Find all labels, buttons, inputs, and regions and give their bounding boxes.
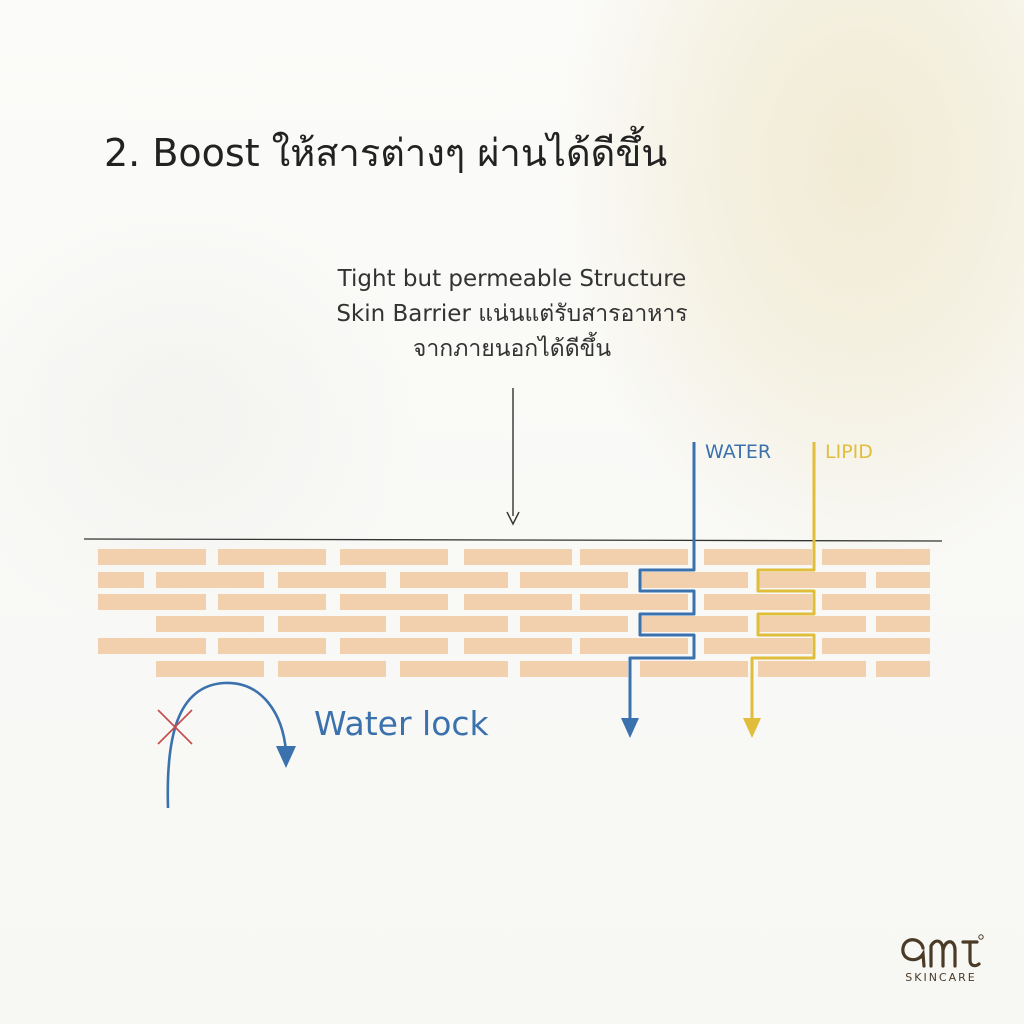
- brick: [400, 616, 508, 632]
- brick: [704, 549, 812, 565]
- brick: [580, 638, 688, 654]
- brick: [278, 661, 386, 677]
- brick: [822, 549, 930, 565]
- brick: [156, 661, 264, 677]
- water-lock-label: Water lock: [314, 704, 489, 743]
- brick: [758, 616, 866, 632]
- brick: [640, 572, 748, 588]
- brick: [218, 549, 326, 565]
- water-arrowhead: [621, 718, 639, 738]
- brick: [876, 616, 930, 632]
- brick: [640, 616, 748, 632]
- brick: [98, 572, 144, 588]
- caption-line-1: Tight but permeable Structure: [337, 266, 687, 292]
- brick: [580, 594, 688, 610]
- blocked-x-icon: [157, 709, 193, 745]
- brick: [464, 549, 572, 565]
- brick: [704, 638, 812, 654]
- logo-subtitle: SKINCARE: [905, 971, 977, 984]
- brick: [278, 572, 386, 588]
- brick: [278, 616, 386, 632]
- brick: [464, 594, 572, 610]
- brick: [218, 638, 326, 654]
- skin-surface-line: [83, 538, 943, 542]
- water-lock-arrow: [166, 681, 288, 809]
- lipid-path: [750, 442, 816, 722]
- brand-logo: SKINCARE: [893, 928, 989, 994]
- brick: [876, 661, 930, 677]
- page-title: 2. Boost ให้สารต่างๆ ผ่านได้ดีขึ้น: [104, 131, 668, 175]
- caption-line-2: Skin Barrier แน่นแต่รับสารอาหาร: [336, 301, 688, 327]
- brick: [822, 638, 930, 654]
- brick: [400, 572, 508, 588]
- brick: [340, 594, 448, 610]
- brick: [876, 572, 930, 588]
- caption-pointer-arrowhead: [506, 511, 520, 526]
- brick: [156, 572, 264, 588]
- brick: [340, 638, 448, 654]
- water-path: [628, 442, 696, 722]
- brick: [704, 594, 812, 610]
- brick: [520, 616, 628, 632]
- brick: [520, 661, 628, 677]
- brick: [340, 549, 448, 565]
- brick: [758, 661, 866, 677]
- brick: [580, 549, 688, 565]
- brick: [640, 661, 748, 677]
- caption-line-3: จากภายนอกได้ดีขึ้น: [412, 336, 612, 362]
- amt-logo-icon: [901, 934, 984, 968]
- brick: [98, 549, 206, 565]
- brick: [98, 638, 206, 654]
- brick: [156, 616, 264, 632]
- brick: [400, 661, 508, 677]
- lipid-arrowhead: [743, 718, 761, 738]
- water-lock-arrowhead: [276, 746, 296, 768]
- brick: [98, 594, 206, 610]
- water-label: WATER: [705, 441, 772, 463]
- structure-caption: Tight but permeable Structure Skin Barri…: [262, 262, 762, 367]
- brick: [218, 594, 326, 610]
- brick: [520, 572, 628, 588]
- brick: [822, 594, 930, 610]
- brick: [758, 572, 866, 588]
- lipid-label: LIPID: [825, 441, 873, 463]
- brick: [464, 638, 572, 654]
- brick-wall: [98, 549, 930, 677]
